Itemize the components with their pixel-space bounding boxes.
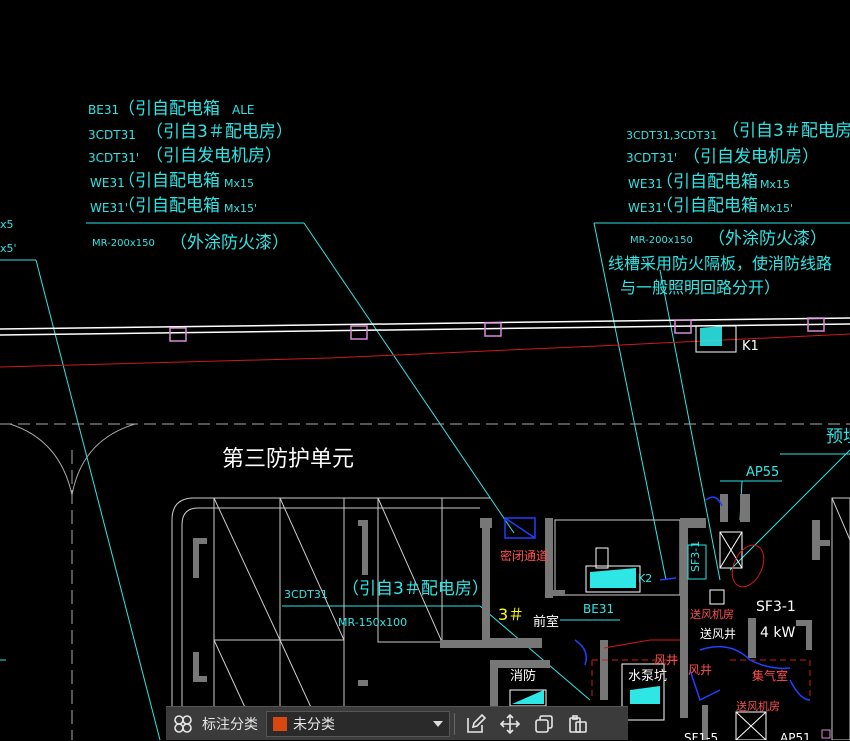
paste-button[interactable] bbox=[561, 707, 595, 741]
sf-vertical-label: SF3-1 bbox=[689, 541, 702, 572]
right-code-3: WE31 bbox=[628, 177, 663, 191]
room-supply-fan-2: 送风机房 bbox=[736, 699, 780, 713]
category-label: 标注分类 bbox=[202, 716, 258, 733]
left-note-1: （引自配电箱 bbox=[118, 99, 220, 119]
right-code-1: 3CDT31,3CDT31 bbox=[626, 129, 717, 142]
bottom-code-a: SF1-5 bbox=[684, 731, 718, 740]
right-extra-line2: 与一般照明回路分开） bbox=[620, 278, 780, 297]
left-tray-note: （外涂防火漆） bbox=[170, 233, 289, 253]
left-cable-annotation: BE31 （引自配电箱 ALE 3CDT31 （引自3＃配电房） 3CDT31'… bbox=[88, 99, 293, 253]
left-code-2: 3CDT31 bbox=[88, 128, 136, 142]
layers-button[interactable] bbox=[166, 707, 200, 741]
edit-note-button[interactable] bbox=[459, 707, 493, 741]
room-airtight: 密闭通道 bbox=[500, 548, 548, 563]
left-note-4: （引自配电箱 bbox=[118, 171, 220, 191]
left-note-3: （引自发电机房） bbox=[146, 146, 282, 166]
zone-label: 第三防护单元 bbox=[222, 447, 354, 472]
right-suffix-4: Mx15' bbox=[760, 202, 793, 215]
be31-label: BE31 bbox=[583, 602, 614, 616]
room-supply-shaft: 送风井 bbox=[700, 626, 736, 641]
chevron-down-icon bbox=[433, 720, 443, 727]
layers-icon bbox=[174, 714, 192, 733]
room-wind-2: 风井 bbox=[654, 653, 678, 667]
wall-blocks bbox=[193, 494, 830, 740]
sf-label: SF3-1 bbox=[756, 599, 796, 615]
copy-icon bbox=[535, 714, 553, 733]
move-button[interactable] bbox=[493, 707, 527, 741]
right-suffix-3: Mx15 bbox=[760, 178, 790, 191]
paste-icon bbox=[569, 714, 587, 733]
left-code-5: WE31' bbox=[90, 201, 128, 215]
cable-tray-run: K1 bbox=[0, 317, 850, 368]
left-code-4: WE31 bbox=[90, 176, 125, 190]
left-code-1: BE31 bbox=[88, 103, 119, 117]
mid-code: 3CDT31 bbox=[284, 588, 328, 601]
right-code-2: 3CDT31' bbox=[626, 151, 677, 165]
left-code-3: 3CDT31' bbox=[88, 151, 139, 165]
room-supply-fan: 送风机房 bbox=[690, 607, 734, 621]
k2-label: K2 bbox=[638, 572, 652, 585]
copy-button[interactable] bbox=[527, 707, 561, 741]
unit-boundary bbox=[0, 423, 850, 740]
room-gas: 集气室 bbox=[752, 668, 788, 683]
edge-left-top-text: x5 bbox=[0, 218, 14, 231]
bottom-code-b: AP51 bbox=[780, 731, 811, 740]
move-arrows-icon bbox=[499, 713, 521, 734]
mid-note: （引自3＃配电房） bbox=[342, 579, 489, 599]
room-pit: 水泵坑 bbox=[628, 669, 667, 684]
equipment-symbols: SF3-1 bbox=[504, 496, 831, 740]
room-wind-1: 风井 bbox=[688, 663, 712, 677]
sf-power: 4 kW bbox=[760, 625, 795, 641]
right-note-1: （引自3＃配电房） bbox=[722, 121, 850, 141]
annotation-toolbar: 标注分类 未分类 bbox=[166, 706, 628, 740]
edge-left-bottom-text: x5' bbox=[0, 242, 17, 255]
leader-lines bbox=[0, 222, 850, 740]
left-suffix-4: Mx15 bbox=[224, 177, 254, 190]
right-note-4: （引自配电箱 bbox=[656, 196, 758, 216]
right-note-3: （引自配电箱 bbox=[656, 172, 758, 192]
toolbar-divider bbox=[454, 712, 455, 735]
right-tray-note: （外涂防火漆） bbox=[708, 229, 827, 249]
left-note-2: （引自3＃配电房） bbox=[146, 122, 293, 142]
category-color-swatch bbox=[273, 716, 287, 731]
category-select-value: 未分类 bbox=[293, 716, 335, 733]
edit-note-icon bbox=[467, 713, 487, 733]
room-anteroom-no: 3＃ bbox=[498, 605, 524, 624]
k1-label: K1 bbox=[742, 339, 759, 354]
left-suffix-5: Mx15' bbox=[224, 202, 257, 215]
left-suffix-1: ALE bbox=[232, 103, 254, 117]
left-note-5: （引自配电箱 bbox=[118, 196, 220, 216]
edge-right-text: 预埋 bbox=[826, 427, 850, 447]
ap-label: AP55 bbox=[746, 465, 779, 480]
right-code-4: WE31' bbox=[628, 201, 666, 215]
drawing-labels: AP55 SF3-1 4 kW 3CDT31 （引自3＃配电房） MR-150x… bbox=[284, 465, 811, 740]
left-tray-code: MR-200x150 bbox=[92, 238, 155, 249]
category-select[interactable]: 未分类 bbox=[266, 710, 450, 737]
right-extra-line1: 线槽采用防火隔板，使消防线路 bbox=[608, 254, 832, 273]
right-tray-code: MR-200x150 bbox=[630, 235, 693, 246]
right-note-2: （引自发电机房） bbox=[683, 147, 819, 167]
room-anteroom: 前室 bbox=[533, 614, 559, 630]
mid-tray: MR-150x100 bbox=[338, 616, 407, 629]
room-fire: 消防 bbox=[510, 668, 536, 684]
right-cable-annotation: 3CDT31,3CDT31 （引自3＃配电房） 3CDT31' （引自发电机房）… bbox=[608, 121, 850, 297]
